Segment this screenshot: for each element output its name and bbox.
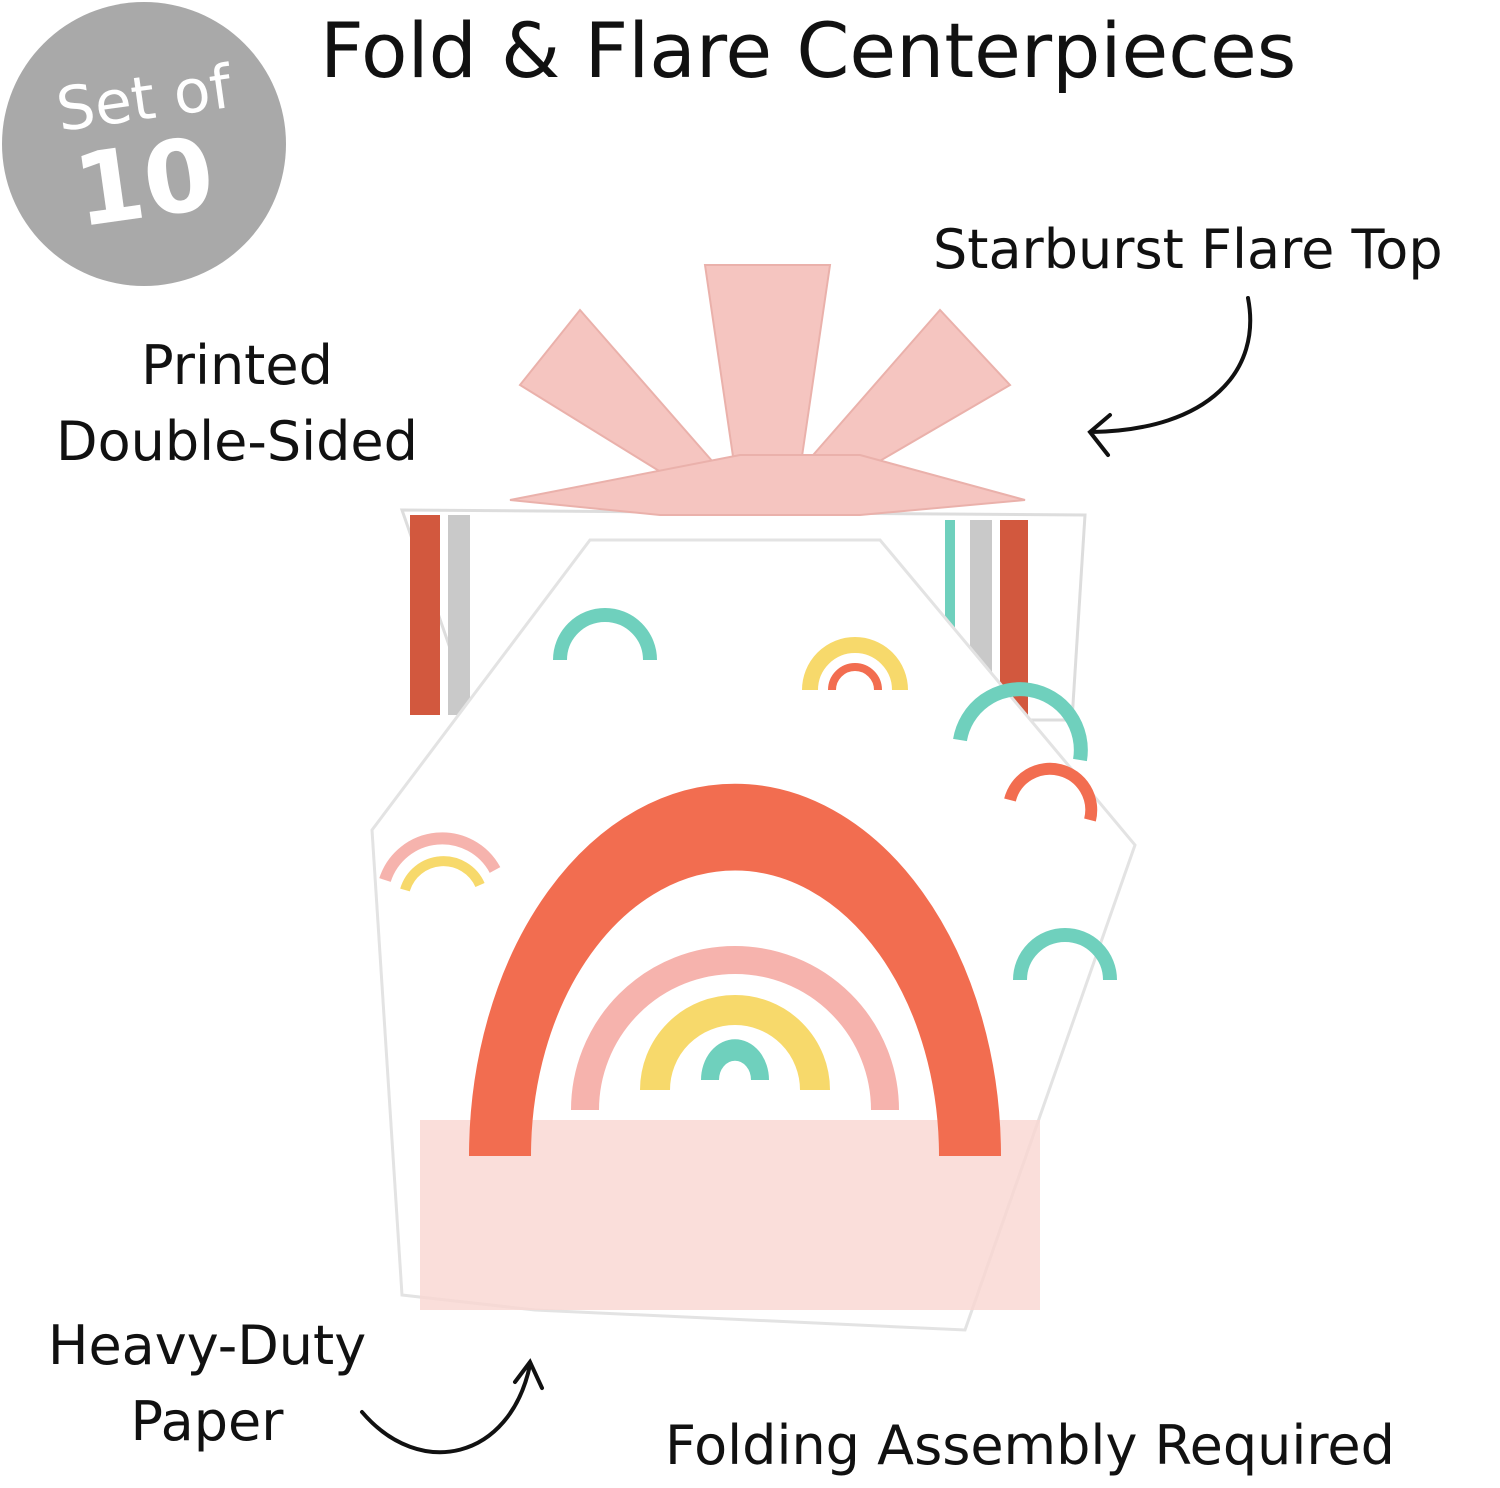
starburst-arrow-icon [1087, 296, 1253, 457]
printed-line2: Double-Sided [56, 410, 418, 473]
page-title: Fold & Flare Centerpieces [320, 6, 1297, 95]
big-rainbow [469, 783, 1001, 1157]
paper-line1: Heavy-Duty [47, 1314, 367, 1377]
set-of-10-badge: Set of 10 [2, 2, 286, 286]
folding-assembly-label: Folding Assembly Required [665, 1414, 1395, 1477]
printed-double-sided-label: Printed Double-Sided [26, 328, 448, 480]
arrow-icons [360, 296, 1253, 1455]
starburst-flare-top-label: Starburst Flare Top [933, 218, 1443, 281]
small-rainbows [379, 608, 1117, 981]
paper-arrow-icon [360, 1358, 544, 1455]
paper-line2: Paper [130, 1390, 284, 1453]
printed-line1: Printed [141, 334, 333, 397]
starburst-flare [509, 264, 1026, 516]
heavy-duty-paper-label: Heavy-Duty Paper [26, 1308, 388, 1460]
